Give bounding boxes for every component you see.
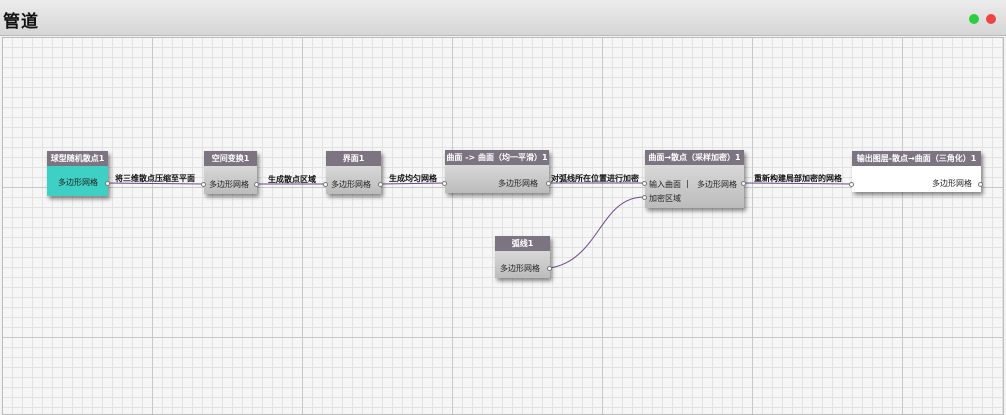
maximize-button[interactable] xyxy=(969,14,979,24)
node-title: 界面1 xyxy=(326,151,381,166)
pipeline-canvas[interactable] xyxy=(2,37,1004,415)
node-sphere-scatter[interactable]: 球型随机散点1 多边形网格 xyxy=(47,151,108,196)
output-port[interactable] xyxy=(105,181,110,186)
node-title: 曲面 -> 曲面（均一平滑）1 xyxy=(445,150,549,165)
output-port-label: 多边形网格 xyxy=(58,178,98,187)
node-arc[interactable]: 弧线1 多边形网格 xyxy=(495,236,550,278)
title-bar: 管道 xyxy=(0,0,1006,36)
edge-label: 重新构建局部加密的网格 xyxy=(754,174,842,183)
node-surface-to-surface[interactable]: 曲面 -> 曲面（均一平滑）1 多边形网格 xyxy=(445,150,549,193)
output-port[interactable] xyxy=(378,182,383,187)
output-port-label: 多边形网格 xyxy=(331,180,371,189)
node-title: 球型随机散点1 xyxy=(47,151,108,166)
node-surface-to-points[interactable]: 曲面→散点（采样加密）1 输入曲面 | 多边形网格 加密区域 xyxy=(645,150,744,208)
output-port[interactable] xyxy=(741,181,746,186)
node-title: 弧线1 xyxy=(495,236,550,251)
input-port[interactable] xyxy=(642,181,647,186)
node-title: 输出图层-散点→曲面（三角化）1 xyxy=(852,151,981,166)
input-port[interactable] xyxy=(201,182,206,187)
edge-label: 生成散点区域 xyxy=(268,175,316,184)
input-port[interactable] xyxy=(849,182,854,187)
node-title: 曲面→散点（采样加密）1 xyxy=(645,150,744,165)
output-port[interactable] xyxy=(978,182,983,187)
input-port-label: 输入曲面 xyxy=(649,180,681,189)
node-space-transform[interactable]: 空间变换1 多边形网格 xyxy=(204,151,257,194)
input-port[interactable] xyxy=(323,182,328,187)
output-port-label: 多边形网格 xyxy=(498,179,538,188)
output-port[interactable] xyxy=(254,182,259,187)
output-port[interactable] xyxy=(546,181,551,186)
input-port[interactable] xyxy=(442,181,447,186)
edge-label: 对弧线所在位置进行加密 xyxy=(551,174,639,183)
node-title: 空间变换1 xyxy=(204,151,257,166)
port-separator: | xyxy=(686,179,689,188)
node-interface[interactable]: 界面1 多边形网格 xyxy=(326,151,381,194)
input-port-label: 加密区域 xyxy=(649,194,681,203)
node-output-layer[interactable]: 输出图层-散点→曲面（三角化）1 多边形网格 xyxy=(852,151,981,192)
output-port-label: 多边形网格 xyxy=(500,264,540,273)
output-port[interactable] xyxy=(547,266,552,271)
output-port-label: 多边形网格 xyxy=(209,180,249,189)
input-port[interactable] xyxy=(642,195,647,200)
close-button[interactable] xyxy=(986,14,996,24)
edge-label: 将三维散点压缩至平面 xyxy=(115,174,195,183)
window-title: 管道 xyxy=(3,12,39,32)
edge-label: 生成均匀网格 xyxy=(389,174,437,183)
output-port-label: 多边形网格 xyxy=(932,179,972,188)
output-port-label: 多边形网格 xyxy=(697,180,737,189)
